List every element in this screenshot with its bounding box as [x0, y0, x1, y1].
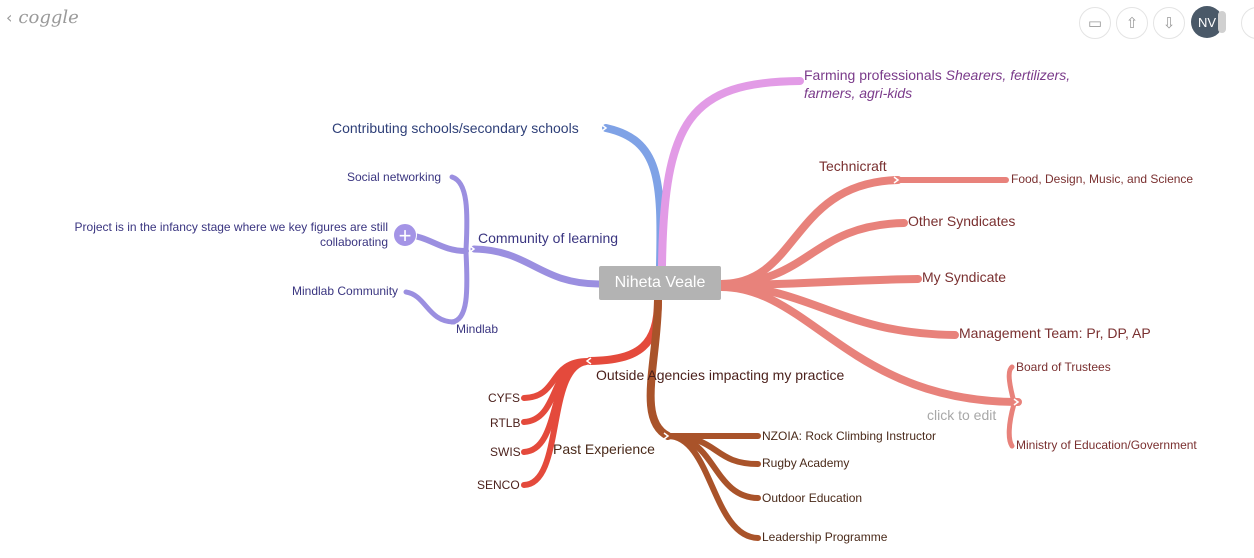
branch-past [646, 296, 672, 440]
farming-main: Farming professionals [804, 67, 946, 83]
node-outside[interactable]: Outside Agencies impacting my practice [596, 367, 845, 383]
node-board[interactable]: Board of Trustees [1016, 360, 1111, 374]
branch-mindlab [449, 249, 470, 325]
avatar[interactable]: NV [1191, 6, 1223, 38]
node-my-syndicate[interactable]: My Syndicate [922, 269, 1007, 285]
branch-board [1006, 364, 1017, 405]
node-nzoia[interactable]: NZOIA: Rock Climbing Instructor [762, 429, 937, 443]
download-button[interactable]: ⇩ [1153, 7, 1185, 39]
node-leadership[interactable]: Leadership Programme [762, 530, 888, 544]
root-node[interactable]: Niheta Veale [599, 266, 721, 300]
chevron-left-icon: ‹ [6, 8, 13, 27]
branch-senco [521, 359, 589, 488]
node-food[interactable]: Food, Design, Music, and Science [1011, 172, 1194, 186]
node-mindlab-community[interactable]: Mindlab Community [292, 284, 399, 298]
add-node-icon[interactable]: + [393, 223, 417, 247]
avatar-overflow [1218, 11, 1226, 33]
root-label: Niheta Veale [614, 274, 706, 291]
branch-community [470, 245, 603, 288]
branch-social [449, 174, 470, 253]
present-icon: ▭ [1087, 15, 1103, 32]
node-rtlb[interactable]: RTLB [490, 416, 521, 430]
branch-mindlab-community [403, 289, 457, 325]
download-icon: ⇩ [1162, 15, 1176, 32]
node-contributing[interactable]: Contributing schools/secondary schools [332, 120, 579, 136]
node-rugby[interactable]: Rugby Academy [762, 456, 850, 470]
node-management[interactable]: Management Team: Pr, DP, AP [959, 325, 1151, 341]
branch-governance [717, 283, 1022, 406]
node-senco[interactable]: SENCO [477, 478, 520, 492]
node-social[interactable]: Social networking [347, 170, 442, 184]
node-farming[interactable]: Farming professionals Shearers, fertiliz… [804, 66, 1104, 102]
node-mindlab[interactable]: Mindlab [456, 322, 499, 336]
node-technicraft[interactable]: Technicraft [819, 158, 887, 174]
branch-technicraft [717, 176, 902, 288]
node-past[interactable]: Past Experience [553, 441, 655, 457]
node-outdoor[interactable]: Outdoor Education [762, 491, 863, 505]
node-cyfs[interactable]: CYFS [488, 391, 521, 405]
branch-outside [586, 296, 662, 365]
coggle-logo[interactable]: ‹ coggle [6, 7, 79, 28]
present-button[interactable]: ▭ [1079, 7, 1111, 39]
node-ministry[interactable]: Ministry of Education/Government [1016, 438, 1197, 452]
branch-ministry [1006, 401, 1017, 449]
node-project[interactable]: Project is in the infancy stage where we… [74, 220, 388, 249]
node-other-syndicates[interactable]: Other Syndicates [908, 213, 1016, 229]
branch-leadership [665, 433, 761, 541]
edit-hint: click to edit [927, 407, 997, 423]
share-icon: ⇧ [1125, 15, 1139, 32]
logo-text: coggle [18, 7, 79, 28]
node-community[interactable]: Community of learning [478, 230, 619, 246]
node-swis[interactable]: SWIS [490, 445, 521, 459]
farming-italic: Shearers, fertilizers, farmers, agri-kid… [804, 67, 1071, 101]
share-button[interactable]: ⇧ [1116, 7, 1148, 39]
avatar-initials: NV [1197, 14, 1217, 30]
branch-farming [658, 77, 804, 270]
